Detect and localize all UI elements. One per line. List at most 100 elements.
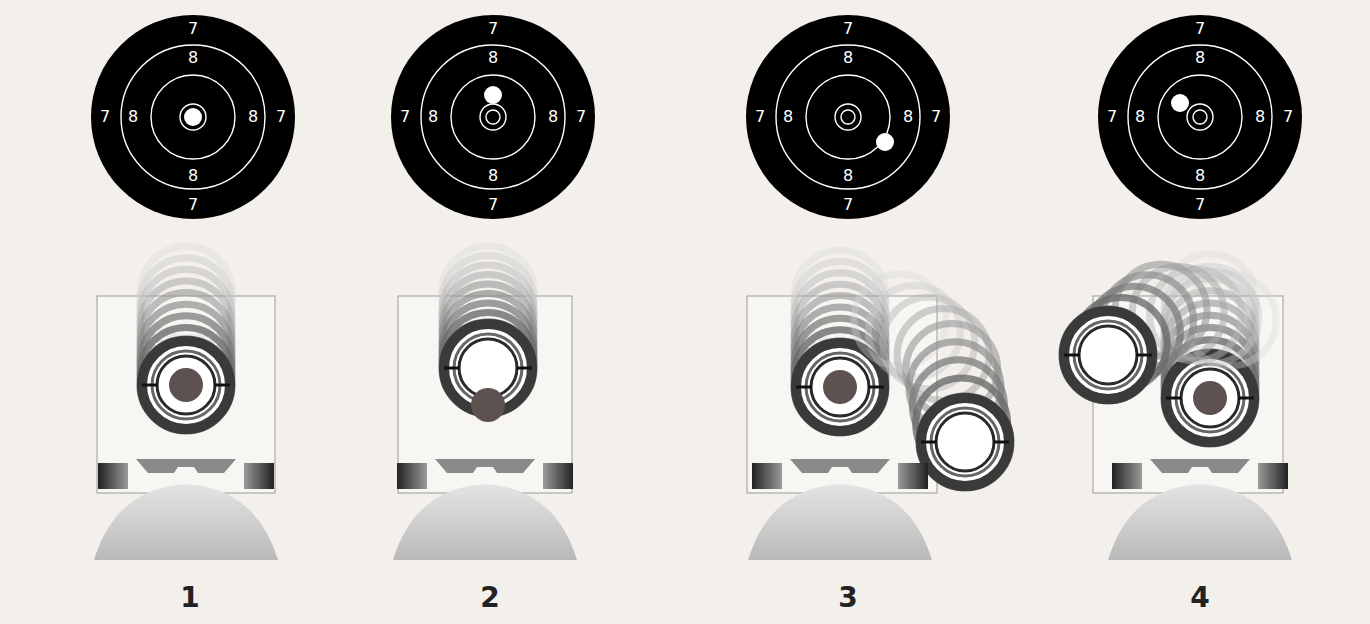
rear-sight-block — [397, 463, 427, 489]
ring-score: 8 — [1255, 109, 1265, 125]
ring-score: 8 — [248, 109, 258, 125]
front-sight-post — [1193, 381, 1227, 415]
motion-ring — [140, 339, 232, 431]
rear-sight-notch — [790, 459, 890, 473]
scoring-ring — [1187, 104, 1213, 130]
aperture-hole — [811, 358, 869, 416]
aperture-bar — [868, 386, 884, 389]
rear-sight-block — [1112, 463, 1142, 489]
ring-score: 8 — [1135, 109, 1145, 125]
panel-number: 1 — [180, 584, 199, 612]
ring-score: 8 — [488, 168, 498, 184]
scoring-ring — [776, 45, 920, 189]
ring-score: 8 — [548, 109, 558, 125]
rear-sight-notch — [1150, 459, 1250, 473]
rear-sight-notch — [435, 459, 535, 473]
ring-score: 8 — [128, 109, 138, 125]
motion-ring — [919, 396, 1011, 488]
ring-score: 7 — [931, 109, 941, 125]
scoring-ring — [835, 104, 861, 130]
panel-number: 4 — [1190, 584, 1209, 612]
target: 7 8 7 8 8 7 8 7 — [391, 15, 595, 219]
aperture-ring — [142, 341, 230, 429]
scoring-ring — [841, 110, 855, 124]
ring-score: 7 — [488, 197, 498, 213]
scoring-ring — [121, 45, 265, 189]
sight-picture — [1062, 254, 1292, 560]
shooter-head — [393, 484, 577, 560]
ring-score: 8 — [488, 50, 498, 66]
aperture-inner-ring — [806, 353, 874, 421]
ring-score: 7 — [576, 109, 586, 125]
ring-score: 8 — [843, 50, 853, 66]
scoring-ring — [451, 75, 535, 159]
shooter-head — [748, 484, 932, 560]
scoring-ring — [421, 45, 565, 189]
ring-score: 8 — [428, 109, 438, 125]
bullet-hole — [184, 108, 202, 126]
target-disc — [391, 15, 595, 219]
ring-score: 7 — [400, 109, 410, 125]
front-sight-post — [823, 370, 857, 404]
ring-score: 7 — [1195, 21, 1205, 37]
aperture-inner-ring — [931, 408, 999, 476]
ring-score: 7 — [1283, 109, 1293, 125]
target-disc — [746, 15, 950, 219]
bullet-hole — [876, 133, 894, 151]
scoring-ring — [180, 104, 206, 130]
scoring-ring — [151, 75, 235, 159]
aperture-inner-ring — [152, 351, 220, 419]
aperture-hole — [1079, 326, 1137, 384]
ring-score: 7 — [1107, 109, 1117, 125]
ring-score: 7 — [488, 21, 498, 37]
target-disc — [91, 15, 295, 219]
bullet-hole — [484, 86, 502, 104]
rear-sight-block — [752, 463, 782, 489]
target: 78788787 — [91, 15, 295, 219]
aperture-hole — [157, 356, 215, 414]
scoring-ring — [486, 110, 500, 124]
shooter-head — [1108, 484, 1292, 560]
ring-score: 7 — [188, 197, 198, 213]
scoring-ring — [480, 104, 506, 130]
front-sight-post — [471, 388, 505, 422]
aperture-bar — [796, 386, 812, 389]
aperture-bar — [444, 367, 460, 370]
rear-sight-block — [898, 463, 928, 489]
scoring-ring — [1158, 75, 1242, 159]
ring-score: 7 — [188, 21, 198, 37]
aperture-bar — [921, 441, 937, 444]
aperture-bar — [1238, 397, 1254, 400]
scoring-ring — [1128, 45, 1272, 189]
ring-score: 7 — [1195, 197, 1205, 213]
aperture-ring — [921, 398, 1009, 486]
ring-score: 7 — [755, 109, 765, 125]
aperture-bar — [142, 384, 158, 387]
front-sight-post — [169, 368, 203, 402]
aperture-bar — [1064, 354, 1080, 357]
rear-sight-notch — [136, 459, 236, 473]
ring-score: 8 — [188, 50, 198, 66]
ring-score: 8 — [188, 168, 198, 184]
bullet-hole — [1171, 94, 1189, 112]
panel-number: 3 — [838, 584, 857, 612]
aperture-inner-ring — [1176, 364, 1244, 432]
aperture-ring — [1064, 311, 1152, 399]
target-disc — [1098, 15, 1302, 219]
ring-score: 8 — [1195, 50, 1205, 66]
shooter-head — [94, 484, 278, 560]
target-face — [91, 15, 295, 219]
rear-sight-block — [543, 463, 573, 489]
sight-picture — [393, 246, 577, 560]
ring-score: 8 — [903, 109, 913, 125]
aperture-bar — [993, 441, 1009, 444]
rear-sight-frame — [398, 296, 572, 493]
aperture-inner-ring — [1074, 321, 1142, 389]
rear-sight-block — [1258, 463, 1288, 489]
target-face — [391, 15, 595, 219]
ring-score: 8 — [783, 109, 793, 125]
target-face — [1098, 15, 1302, 219]
aperture-hole — [936, 413, 994, 471]
rear-sight-block — [244, 463, 274, 489]
ring-score: 7 — [843, 21, 853, 37]
